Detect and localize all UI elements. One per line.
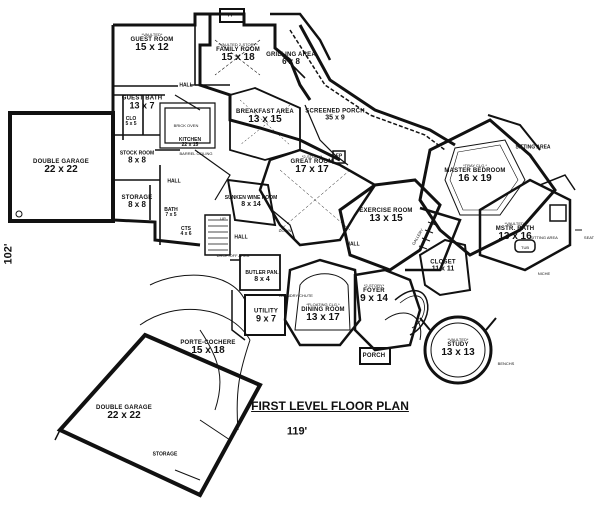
sunken-wine-room-label: SUNKEN WINE ROOM 8 x 14	[224, 195, 278, 209]
utility-label: UTILITY 9 x 7	[253, 308, 279, 324]
closet-wall	[418, 238, 472, 297]
stair-up-label: UP	[220, 216, 226, 221]
porch-label: PORCH	[362, 353, 386, 359]
exercise-room-wall	[338, 178, 442, 272]
clo-label: CLO 5 x 5	[125, 116, 137, 127]
guest-bath-label: GUEST BATH 13 x 7	[121, 95, 163, 111]
screened-porch-wall	[298, 24, 456, 147]
hall-mid-label: HALL	[167, 178, 181, 185]
stair-down-label: DOWN	[278, 228, 292, 233]
closet-label: CLOSET 11 x 11	[430, 259, 456, 273]
fp-top-label: FP	[227, 12, 235, 19]
depth-dimension: 102'	[2, 243, 15, 265]
family-room-wall	[193, 12, 312, 101]
laundry-chute-label: LAUNDRY CHUTE	[279, 293, 313, 298]
double-garage-1-label: DOUBLE GARAGE 22 x 22	[33, 159, 89, 175]
breakfast-area-label: BREAKFAST AREA 13 x 15	[236, 109, 294, 125]
storage-1-label: STORAGE 8 x 8	[121, 195, 153, 209]
screened-porch-label: SCREENED PORCH 35 x 9	[305, 108, 365, 122]
brick-oven-label: BRICK OVEN	[173, 123, 199, 128]
exercise-room-label: EXERCISE ROOM 13 x 15	[359, 208, 413, 224]
foyer-wall	[353, 268, 422, 352]
dining-room-wall	[283, 258, 362, 347]
utility-wall	[244, 294, 286, 336]
foyer-label: *2-STORY* FOYER 9 x 14	[360, 283, 388, 304]
kitchen-label: KITCHEN 22 x 15	[178, 137, 202, 148]
porte-cochere-label: PORTE-COCHERE 15 x 18	[180, 340, 236, 356]
width-dimension: 119'	[286, 425, 308, 438]
sitting-area-2-label: SITTING AREA	[530, 235, 558, 240]
hall-right-label: HALL	[346, 241, 360, 248]
butler-pantry-label: BUTLER PAN. 8 x 4	[245, 270, 279, 284]
plan-title: FIRST LEVEL FLOOR PLAN	[251, 399, 409, 413]
hall-left-label: HALL	[234, 234, 248, 241]
barrel-ceiling-label: BARREL CEILING	[179, 151, 213, 156]
family-room-label: *VAULTED 2-STORY* FAMILY ROOM 15 x 18	[216, 42, 260, 63]
double-garage-2-label: DOUBLE GARAGE 22 x 22	[96, 405, 152, 421]
master-bedroom-label: *TRAY CLG.* MASTER BEDROOM 16 x 19	[444, 163, 506, 184]
master-bedroom-wall	[418, 118, 557, 257]
garage-bottom-wall	[56, 332, 263, 498]
stock-room-label: STOCK ROOM 8 x 8	[119, 150, 155, 165]
porch-outline	[359, 347, 391, 365]
wine-room-wall	[226, 178, 277, 227]
tub-label: TUB	[521, 245, 529, 250]
butler-wall	[239, 254, 281, 291]
master-bath-label: *VAULTED* MSTR. BATH 13 x 16	[495, 221, 535, 242]
drop-off-label: DROP-OFF AREA	[216, 253, 250, 258]
bath-label: BATH 7 x 5	[164, 207, 178, 218]
study-label: *VAULTED* STUDY 13 x 13	[441, 337, 475, 358]
seat-label: SEAT	[583, 235, 595, 240]
study-wall	[423, 315, 493, 385]
great-room-wall	[258, 148, 377, 247]
sitting-area-label: SITTING AREA	[515, 144, 551, 151]
benchs-label: BENCHS	[497, 361, 515, 366]
hall-top-label: HALL	[179, 82, 193, 89]
great-room-label: *2-STORY* GREAT ROOM 17 x 17	[290, 154, 334, 175]
master-bath-wall	[478, 178, 572, 272]
grilling-area-label: GRILLING AREA 6 x 8	[266, 52, 316, 66]
dining-room-label: *FLOATING CLG.* DINING ROOM 13 x 17	[301, 302, 345, 323]
fp-mid-label: FP	[335, 153, 343, 160]
cts-label: CTS 4 x 6	[180, 226, 192, 237]
guest-room-label: *VAULTED* GUEST ROOM 15 x 12	[130, 32, 174, 53]
niche-label: NICHE	[537, 271, 551, 276]
storage-2-label: STORAGE	[152, 451, 178, 458]
